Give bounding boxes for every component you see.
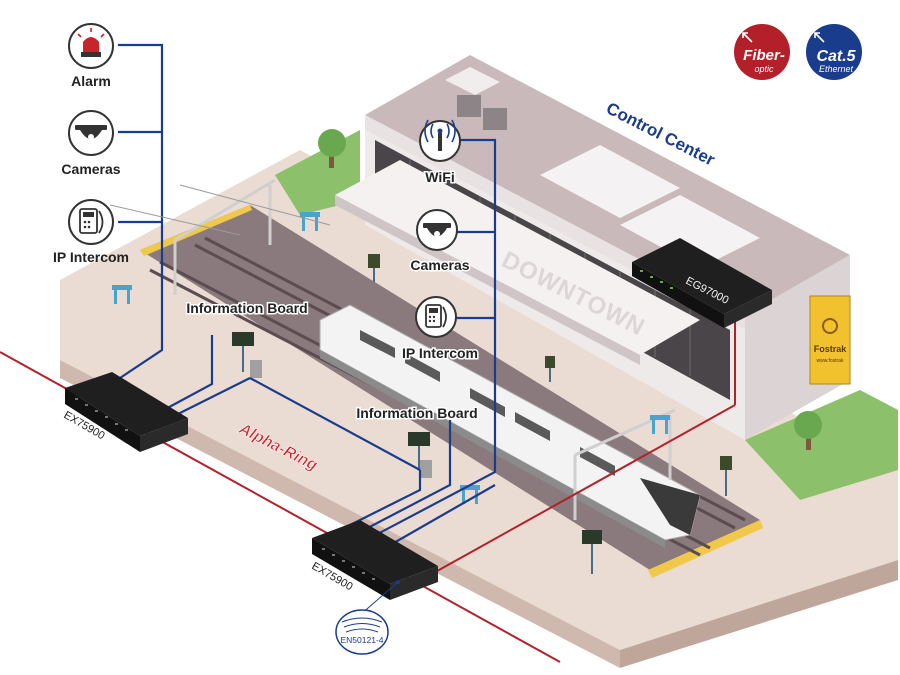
alarm-icon[interactable] — [68, 23, 114, 69]
intercom-center-icon[interactable] — [415, 296, 457, 338]
tree-right — [794, 411, 822, 450]
standard-badge — [335, 609, 389, 655]
info-board-1-label: Information Board — [186, 300, 307, 316]
overhead-wire-2 — [109, 204, 241, 236]
standard-leader — [359, 581, 399, 616]
legend-fiber-line1: Fiber- — [743, 47, 785, 64]
legend-cat5-line2: Ethernet — [819, 64, 854, 74]
legend-fiber-optic — [734, 24, 790, 80]
wifi-icon[interactable] — [419, 119, 461, 162]
billboard-brand: Fostrak — [814, 344, 848, 354]
intercom-center-label: IP Intercom — [402, 345, 478, 361]
ethernet-cables — [118, 43, 497, 549]
info-board-2-label: Information Board — [356, 405, 477, 421]
train — [319, 304, 701, 548]
standard-label: EN50121-4 — [340, 635, 383, 645]
catenary-gantries — [173, 178, 676, 520]
camera-icon[interactable] — [68, 110, 114, 156]
alarm-label: Alarm — [71, 73, 111, 89]
overhead-wire — [179, 184, 331, 226]
legend-fiber-line2: optic — [754, 64, 774, 74]
control-center-building — [335, 55, 850, 440]
intercom-icon[interactable] — [68, 199, 114, 245]
cameras-left-label: Cameras — [61, 161, 120, 177]
platform-displays — [232, 254, 732, 574]
camera-center-icon[interactable] — [416, 209, 458, 251]
tree-left — [318, 129, 346, 168]
switch-left[interactable] — [65, 372, 188, 452]
wifi-label: WiFi — [425, 169, 454, 185]
intercom-left-label: IP Intercom — [53, 249, 129, 265]
fostrak-billboard: Fostrak www.fostrak — [809, 295, 851, 385]
platform-shelter — [112, 212, 670, 504]
switch-bottom[interactable] — [312, 520, 438, 600]
cameras-center-label: Cameras — [410, 257, 469, 273]
switch-control[interactable] — [632, 238, 772, 328]
billboard-sub: www.fostrak — [817, 358, 844, 364]
legend-cat5-line1: Cat.5 — [816, 48, 856, 65]
legend-cat5-ethernet — [806, 24, 862, 80]
